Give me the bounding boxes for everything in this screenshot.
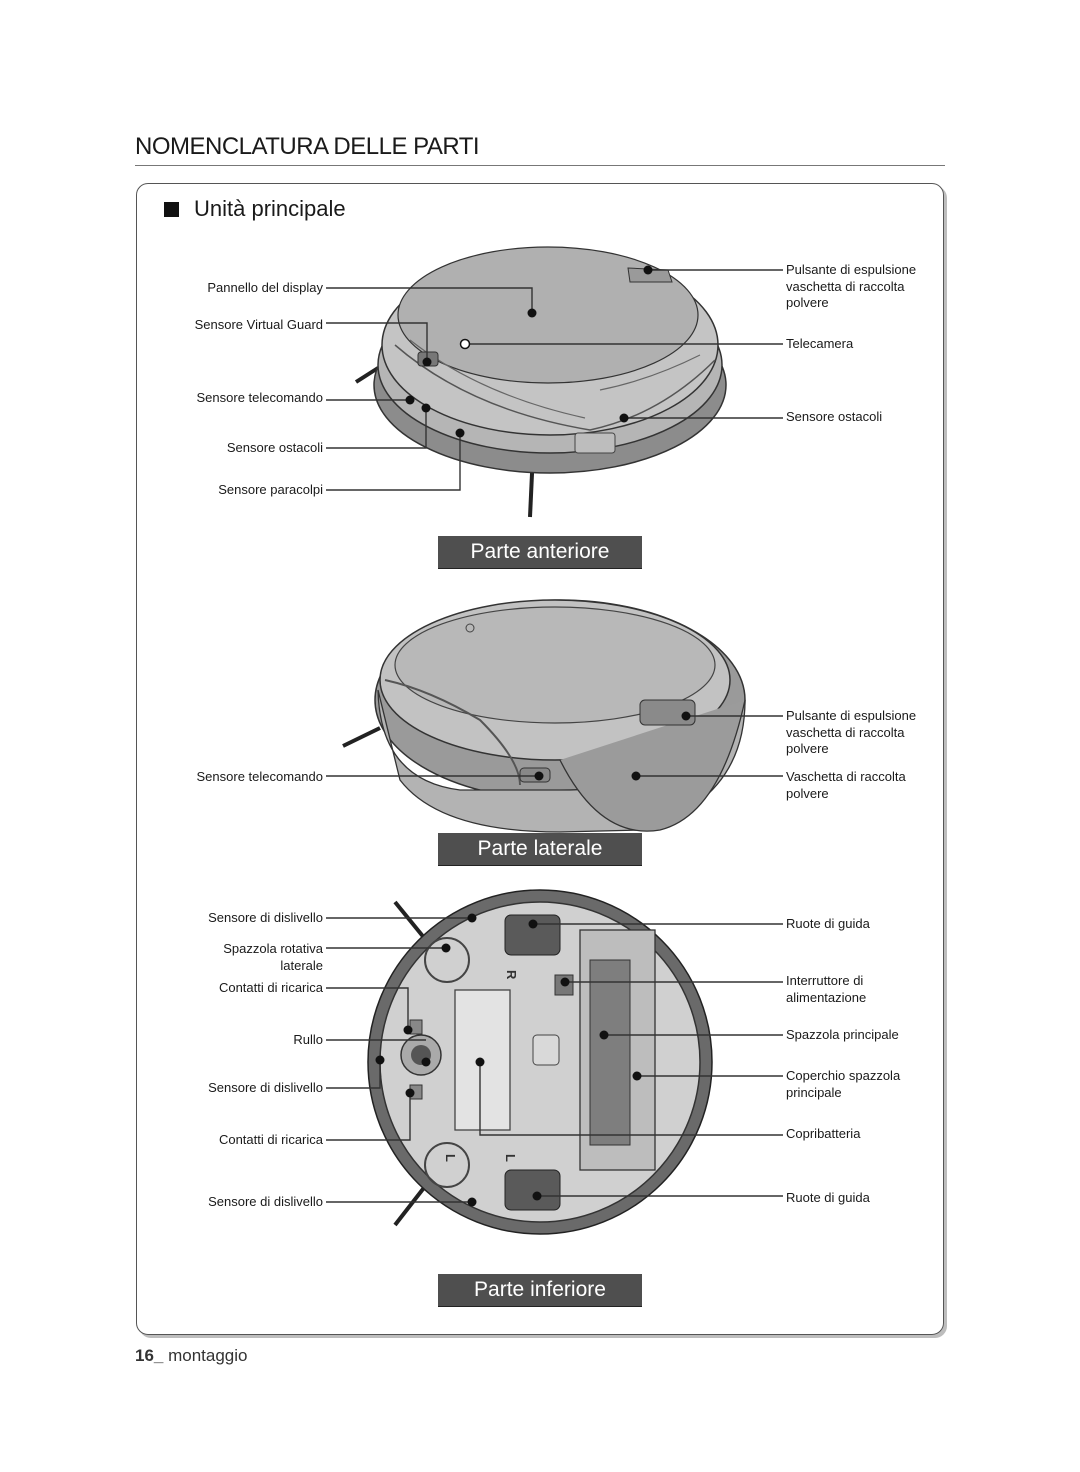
banner-bottom: Parte inferiore [438, 1274, 642, 1307]
label-obstacle-sensor-right: Sensore ostacoli [786, 409, 883, 424]
label-display-panel: Pannello del display [207, 280, 323, 295]
label-virtual-guard-sensor: Sensore Virtual Guard [194, 317, 323, 332]
label-bumper-sensor: Sensore paracolpi [218, 482, 323, 497]
front-callout-dots [405, 265, 653, 438]
chapter-name: montaggio [168, 1346, 248, 1365]
label-drive-wheels-top: Ruote di guida [786, 916, 870, 931]
label-charging-contacts-bottom: Contatti di ricarica [218, 1132, 323, 1147]
label-side-brush: Spazzola rotativa laterale [223, 941, 323, 973]
side-leader-lines [326, 715, 783, 777]
label-battery-cover: Copribatteria [786, 1126, 861, 1141]
front-leader-lines [326, 269, 783, 491]
bottom-marking-l-center: L [503, 1154, 518, 1162]
label-cliff-sensor-top: Sensore di dislivello [208, 910, 323, 925]
label-roller: Rullo [293, 1032, 323, 1047]
bottom-marking-r: R [504, 970, 519, 980]
banner-front: Parte anteriore [438, 536, 642, 569]
label-obstacle-sensor-left: Sensore ostacoli [226, 440, 323, 455]
label-drive-wheels-bottom: Ruote di guida [786, 1190, 870, 1205]
label-dustbin-eject-button: Pulsante di espulsione vaschetta di racc… [786, 262, 917, 310]
section-heading: Unità principale [164, 196, 346, 222]
label-main-brush: Spazzola principale [786, 1027, 899, 1042]
label-power-switch: Interruttore di alimentazione [786, 973, 867, 1005]
label-camera: Telecamera [786, 336, 854, 351]
label-charging-contacts-top: Contatti di ricarica [218, 980, 323, 995]
side-callout-dots [534, 711, 691, 781]
bottom-marking-l-left: L [443, 1154, 458, 1162]
bottom-leader-lines [326, 917, 783, 1203]
label-cliff-sensor-bottom: Sensore di dislivello [208, 1194, 323, 1209]
square-bullet-icon [164, 201, 179, 217]
page-number: 16_ [135, 1346, 164, 1365]
label-side-remote-sensor: Sensore telecomando [196, 769, 323, 784]
bottom-callout-dots [375, 913, 642, 1207]
content-frame [136, 183, 944, 1335]
label-cliff-sensor-middle: Sensore di dislivello [208, 1080, 323, 1095]
label-main-brush-cover: Coperchio spazzola principale [786, 1068, 901, 1100]
section-heading-text: Unità principale [194, 196, 346, 221]
page-footer: 16_ montaggio [135, 1346, 248, 1366]
title-divider [135, 165, 945, 166]
label-side-eject-button: Pulsante di espulsione vaschetta di racc… [786, 708, 917, 756]
bottom-view-robot [367, 889, 713, 1235]
banner-side: Parte laterale [438, 833, 642, 866]
label-remote-sensor: Sensore telecomando [196, 390, 323, 405]
page-title: NOMENCLATURA DELLE PARTI [135, 133, 480, 160]
side-view-robot [342, 599, 746, 833]
label-dustbin: Vaschetta di raccolta polvere [786, 769, 906, 801]
